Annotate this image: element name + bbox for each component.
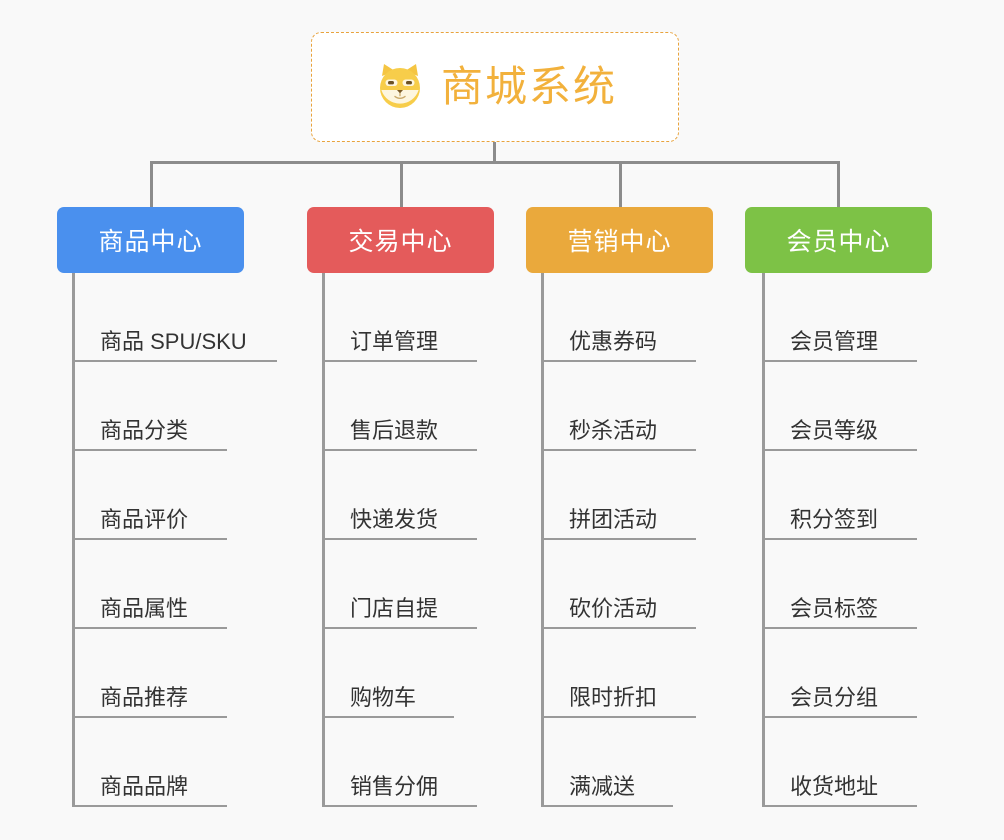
leaf-item-label: 商品分类 [100,418,189,443]
leaf-spine-trade [322,273,325,807]
leaf-item-label: 商品属性 [100,596,189,621]
leaf-item-label: 优惠券码 [569,329,658,354]
leaf-item-underline [322,538,477,540]
leaf-item-label: 订单管理 [350,329,439,354]
leaf-item-label: 商品品牌 [100,774,189,799]
connector-drop-2 [400,161,403,207]
leaf-item-label: 售后退款 [350,418,439,443]
leaf-item-label: 砍价活动 [569,596,658,621]
leaf-spine-product [72,273,75,807]
category-box-trade[interactable]: 交易中心 [307,207,494,273]
leaf-item-label: 积分签到 [790,507,879,532]
leaf-item-label: 拼团活动 [569,507,658,532]
leaf-item-label: 秒杀活动 [569,418,658,443]
category-box-member[interactable]: 会员中心 [745,207,932,273]
leaf-item-underline [762,360,917,362]
leaf-item-underline [322,449,477,451]
leaf-item-underline [72,627,227,629]
leaf-item-underline [72,716,227,718]
leaf-item-underline [762,538,917,540]
leaf-item-label: 会员等级 [790,418,879,443]
leaf-item-label: 销售分佣 [350,774,439,799]
category-box-marketing[interactable]: 营销中心 [526,207,713,273]
shiba-dog-face-icon [373,60,427,114]
category-label-product: 商品中心 [98,228,203,256]
leaf-item-label: 限时折扣 [569,685,658,710]
connector-drop-4 [837,161,840,207]
category-label-trade: 交易中心 [348,228,453,256]
category-box-product[interactable]: 商品中心 [57,207,244,273]
leaf-item-underline [541,538,696,540]
leaf-item-underline [762,449,917,451]
leaf-item-underline [322,716,454,718]
leaf-item-underline [322,805,477,807]
leaf-item-underline [72,360,277,362]
category-label-member: 会员中心 [786,228,891,256]
leaf-item-label: 购物车 [350,685,417,710]
leaf-item-label: 满减送 [569,774,636,799]
connector-root-vertical [493,142,496,164]
connector-drop-1 [150,161,153,207]
leaf-item-label: 会员管理 [790,329,879,354]
leaf-item-underline [541,449,696,451]
leaf-item-underline [541,360,696,362]
connector-drop-3 [619,161,622,207]
leaf-item-label: 收货地址 [790,774,879,799]
leaf-item-underline [541,627,696,629]
leaf-item-label: 会员分组 [790,685,879,710]
leaf-item-label: 会员标签 [790,596,879,621]
leaf-item-underline [72,449,227,451]
leaf-spine-marketing [541,273,544,807]
leaf-item-underline [322,360,477,362]
leaf-item-underline [762,627,917,629]
leaf-item-underline [541,716,696,718]
leaf-item-label: 商品推荐 [100,685,189,710]
leaf-item-underline [322,627,477,629]
leaf-item-label: 快递发货 [350,507,439,532]
leaf-spine-member [762,273,765,807]
leaf-item-underline [762,805,917,807]
leaf-item-label: 门店自提 [350,596,439,621]
connector-horizontal-bus [150,161,840,164]
root-node-shop-system[interactable]: 商城系统 [311,32,679,142]
leaf-item-underline [762,716,917,718]
leaf-item-underline [72,538,227,540]
leaf-item-underline [541,805,673,807]
root-title: 商城系统 [440,63,617,110]
leaf-item-label: 商品 SPU/SKU [100,329,247,354]
leaf-item-underline [72,805,227,807]
leaf-item-label: 商品评价 [100,507,189,532]
category-label-marketing: 营销中心 [567,228,672,256]
